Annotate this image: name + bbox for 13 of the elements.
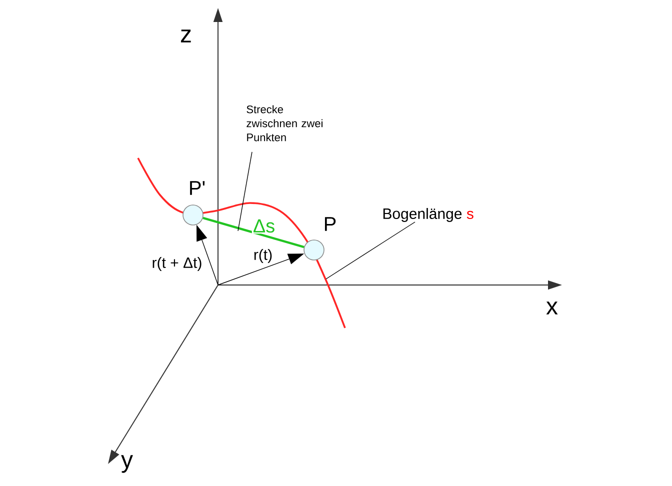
callout-text: Strecke zwischnen zwei Punkten (246, 105, 322, 142)
leader-line (326, 222, 416, 280)
callout-text: Bogenlänge s (383, 208, 474, 222)
leader-line (238, 152, 252, 232)
line-segment (202, 216, 304, 248)
axis-label: x (546, 302, 558, 314)
edge-label: r(t + Δt) (150, 256, 204, 272)
axis-label: z (180, 30, 191, 42)
point-label: P' (190, 181, 205, 195)
point-label: P (324, 217, 336, 231)
axis-label: y (121, 455, 133, 473)
edge-label: Δs (252, 218, 276, 234)
edge-label: r(t) (252, 248, 274, 264)
